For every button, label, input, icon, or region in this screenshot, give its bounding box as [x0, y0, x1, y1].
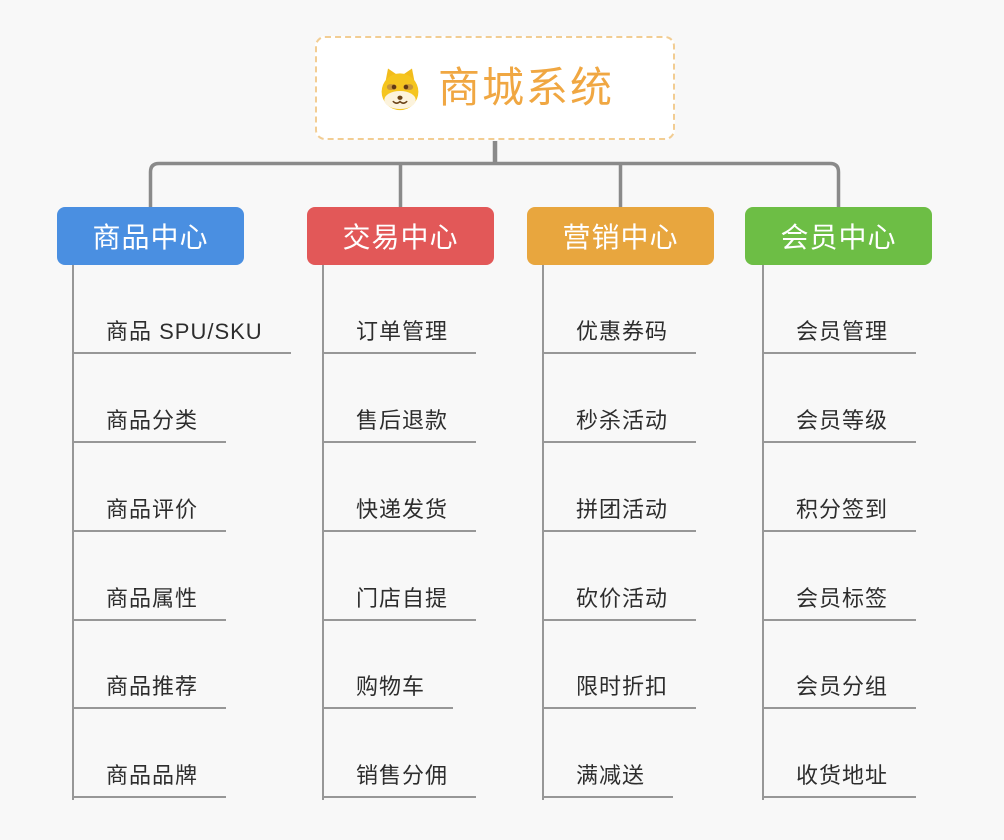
branch-children-marketing: 优惠券码 秒杀活动 拼团活动 砍价活动 限时折扣 满减送 — [542, 265, 782, 800]
leaf-topic[interactable]: 优惠券码 — [542, 314, 697, 354]
leaf-topic[interactable]: 商品评价 — [72, 492, 227, 532]
leaf-topic[interactable]: 商品推荐 — [72, 669, 227, 710]
leaf-topic[interactable]: 限时折扣 — [542, 669, 697, 710]
leaf-topic[interactable]: 商品属性 — [72, 581, 227, 621]
leaf-topic[interactable]: 秒杀活动 — [542, 403, 697, 443]
leaf-topic[interactable]: 拼团活动 — [542, 492, 697, 532]
leaf-topic[interactable]: 商品 SPU/SKU — [72, 314, 291, 354]
leaf-topic[interactable]: 会员等级 — [762, 403, 917, 443]
leaf-topic[interactable]: 订单管理 — [322, 314, 477, 354]
leaf-topic[interactable]: 快递发货 — [322, 492, 477, 532]
root-title: 商城系统 — [437, 64, 614, 111]
leaf-topic[interactable]: 会员管理 — [762, 314, 917, 354]
branch-trunk-line — [72, 265, 74, 800]
branch-trunk-line — [542, 265, 544, 800]
root-node[interactable]: 商城系统 — [315, 36, 675, 140]
leaf-topic[interactable]: 销售分佣 — [322, 758, 477, 799]
leaf-topic[interactable]: 商品品牌 — [72, 758, 227, 799]
branch-bus-line — [148, 161, 841, 207]
branch-children-member: 会员管理 会员等级 积分签到 会员标签 会员分组 收货地址 — [762, 265, 1002, 800]
leaf-topic[interactable]: 砍价活动 — [542, 581, 697, 621]
leaf-topic[interactable]: 收货地址 — [762, 758, 917, 799]
dog-face-icon — [381, 68, 419, 111]
branch-node-product-center[interactable]: 商品中心 — [57, 207, 244, 265]
branch-children-trade: 订单管理 售后退款 快递发货 门店自提 购物车 销售分佣 — [322, 265, 562, 800]
leaf-topic[interactable]: 购物车 — [322, 669, 454, 710]
leaf-topic[interactable]: 会员标签 — [762, 581, 917, 621]
leaf-topic[interactable]: 会员分组 — [762, 669, 917, 710]
branch-node-trade-center[interactable]: 交易中心 — [307, 207, 494, 265]
leaf-topic[interactable]: 满减送 — [542, 758, 674, 799]
branch-trunk-line — [762, 265, 764, 800]
leaf-topic[interactable]: 商品分类 — [72, 403, 227, 443]
branch-trunk-line — [322, 265, 324, 800]
leaf-topic[interactable]: 门店自提 — [322, 581, 477, 621]
branch-node-member-center[interactable]: 会员中心 — [745, 207, 932, 265]
branch-node-marketing-center[interactable]: 营销中心 — [527, 207, 714, 265]
branch-children-product: 商品 SPU/SKU 商品分类 商品评价 商品属性 商品推荐 商品品牌 — [72, 265, 312, 800]
leaf-topic[interactable]: 积分签到 — [762, 492, 917, 532]
leaf-topic[interactable]: 售后退款 — [322, 403, 477, 443]
